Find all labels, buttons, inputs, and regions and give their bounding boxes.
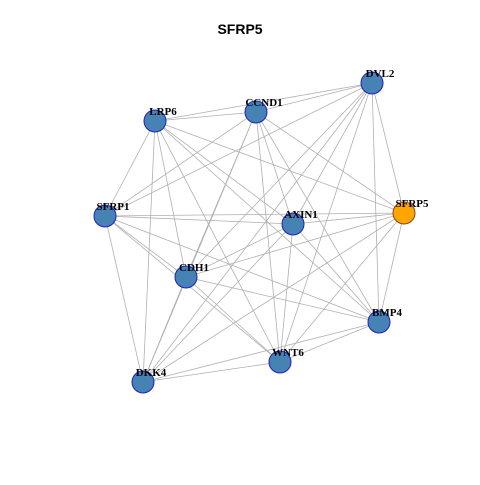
node-circle bbox=[268, 350, 292, 374]
edge-lrp6-ccnd1 bbox=[154, 111, 257, 122]
edge-bmp4-dkk4 bbox=[142, 321, 380, 383]
node-dkk4[interactable]: DKK4 bbox=[131, 367, 167, 394]
edge-axin1-cdh1 bbox=[185, 223, 294, 278]
edge-ccnd1-axin1 bbox=[255, 111, 294, 225]
node-label: SFRP1 bbox=[97, 201, 130, 213]
node-circle bbox=[131, 370, 155, 394]
node-label: BMP4 bbox=[372, 307, 402, 319]
edge-dvl2-ccnd1 bbox=[255, 82, 373, 113]
edge-lrp6-cdh1 bbox=[154, 120, 187, 278]
edge-sfrp5-wnt6 bbox=[279, 212, 405, 363]
edge-ccnd1-bmp4 bbox=[255, 111, 380, 323]
edge-lrp6-axin1 bbox=[154, 120, 294, 225]
node-circle bbox=[174, 265, 198, 289]
node-circle bbox=[360, 71, 384, 95]
node-ccnd1[interactable]: CCND1 bbox=[244, 97, 283, 124]
edge-dvl2-axin1 bbox=[292, 82, 373, 225]
edge-lrp6-bmp4 bbox=[154, 120, 380, 323]
edge-lrp6-wnt6 bbox=[154, 120, 281, 363]
node-label: DVL2 bbox=[366, 68, 395, 80]
edge-dvl2-cdh1 bbox=[185, 82, 373, 278]
edge-ccnd1-sfrp5 bbox=[255, 111, 405, 214]
edge-ccnd1-wnt6 bbox=[255, 111, 281, 363]
edge-ccnd1-sfrp1 bbox=[104, 111, 257, 217]
node-wnt6[interactable]: WNT6 bbox=[268, 347, 304, 374]
node-label: SFRP5 bbox=[396, 198, 430, 210]
edge-sfrp1-dkk4 bbox=[104, 215, 144, 383]
node-sfrp5[interactable]: SFRP5 bbox=[392, 198, 430, 225]
edge-lrp6-sfrp1 bbox=[104, 120, 156, 217]
edge-axin1-bmp4 bbox=[292, 223, 380, 323]
edge-sfrp5-sfrp1 bbox=[104, 212, 405, 217]
edge-dvl2-sfrp1 bbox=[104, 82, 373, 217]
node-sfrp1[interactable]: SFRP1 bbox=[93, 201, 130, 228]
edge-sfrp1-cdh1 bbox=[104, 215, 187, 278]
edge-sfrp1-bmp4 bbox=[104, 215, 380, 323]
edge-cdh1-dkk4 bbox=[142, 276, 187, 383]
node-circle bbox=[281, 212, 305, 236]
edge-sfrp1-wnt6 bbox=[104, 215, 281, 363]
edge-layer bbox=[104, 82, 405, 383]
node-label: LRP6 bbox=[149, 106, 177, 118]
edge-dvl2-dkk4 bbox=[142, 82, 373, 383]
edge-bmp4-wnt6 bbox=[279, 321, 380, 363]
edge-sfrp5-axin1 bbox=[292, 212, 405, 225]
edge-dvl2-lrp6 bbox=[154, 82, 373, 122]
node-cdh1[interactable]: CDH1 bbox=[174, 262, 209, 289]
node-label: WNT6 bbox=[272, 347, 304, 359]
edge-sfrp1-axin1 bbox=[104, 215, 294, 225]
edge-sfrp5-cdh1 bbox=[185, 212, 405, 278]
edge-lrp6-sfrp5 bbox=[154, 120, 405, 214]
edge-wnt6-dkk4 bbox=[142, 361, 281, 383]
edge-dvl2-wnt6 bbox=[279, 82, 373, 363]
node-axin1[interactable]: AXIN1 bbox=[281, 209, 318, 236]
edge-lrp6-dkk4 bbox=[142, 120, 156, 383]
node-circle bbox=[367, 310, 391, 334]
node-label: CDH1 bbox=[179, 262, 209, 274]
edge-dvl2-sfrp5 bbox=[371, 82, 405, 214]
edge-cdh1-bmp4 bbox=[185, 276, 380, 323]
node-lrp6[interactable]: LRP6 bbox=[143, 106, 177, 133]
node-circle bbox=[244, 100, 268, 124]
node-circle bbox=[392, 201, 416, 225]
edge-axin1-wnt6 bbox=[279, 223, 294, 363]
edge-axin1-dkk4 bbox=[142, 223, 294, 383]
node-bmp4[interactable]: BMP4 bbox=[367, 307, 402, 334]
graph-title: SFRP5 bbox=[217, 21, 263, 37]
node-label: DKK4 bbox=[136, 367, 167, 379]
node-label: AXIN1 bbox=[284, 209, 318, 221]
node-circle bbox=[93, 204, 117, 228]
edge-sfrp5-bmp4 bbox=[378, 212, 405, 323]
node-circle bbox=[143, 109, 167, 133]
node-label: CCND1 bbox=[245, 97, 282, 109]
edge-cdh1-wnt6 bbox=[185, 276, 281, 363]
node-dvl2[interactable]: DVL2 bbox=[360, 68, 395, 95]
